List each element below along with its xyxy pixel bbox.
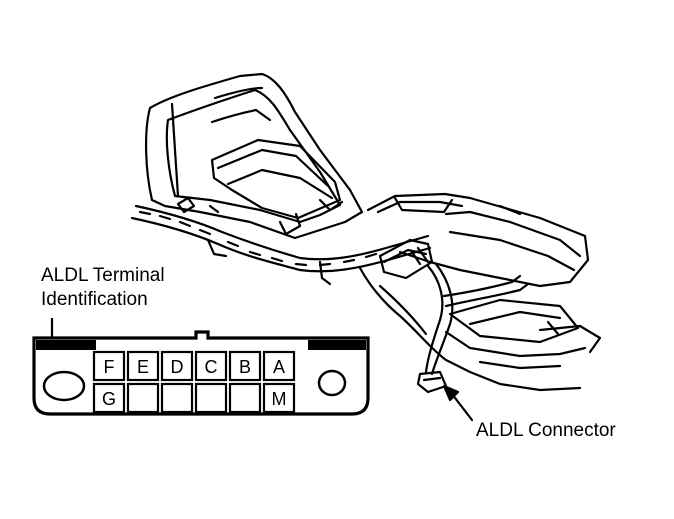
guide-hole-left <box>42 370 86 402</box>
pin-cavity <box>160 382 194 414</box>
aldl-lead-wires <box>416 262 530 394</box>
engine-cover <box>144 72 364 240</box>
dash-panel <box>366 192 590 288</box>
pin-cavity <box>160 350 194 382</box>
pin-label: M <box>272 389 287 409</box>
pin-cavity <box>92 350 126 382</box>
pin-grid: F E D C B A G M <box>92 350 296 414</box>
guide-hole-right <box>317 369 347 397</box>
pin-cavity <box>92 382 126 414</box>
pin-label: B <box>239 357 251 377</box>
pin-label: G <box>102 389 116 409</box>
pin-cavity <box>126 350 160 382</box>
pin-cavity <box>262 350 296 382</box>
pin-label: A <box>273 357 285 377</box>
aldl-connector-label: ALDL Connector <box>476 420 616 441</box>
pin-cavity <box>228 382 262 414</box>
pin-cavity <box>194 350 228 382</box>
floor-frame <box>358 266 602 392</box>
ecm-module <box>176 138 344 236</box>
mounting-plate <box>448 298 580 344</box>
pin-cavity <box>126 382 160 414</box>
relay-block <box>378 238 434 280</box>
pin-label: D <box>171 357 184 377</box>
connector-pointer-arrow <box>442 384 474 422</box>
pin-cavity <box>262 382 296 414</box>
pin-cavity <box>228 350 262 382</box>
pin-label: E <box>137 357 149 377</box>
pin-cavity <box>194 382 228 414</box>
terminal-id-label-line2: Identification <box>41 289 148 310</box>
wiring-harness <box>130 204 432 286</box>
pin-label: F <box>104 357 115 377</box>
terminal-id-label-line1: ALDL Terminal <box>41 265 165 286</box>
pin-label: C <box>205 357 218 377</box>
